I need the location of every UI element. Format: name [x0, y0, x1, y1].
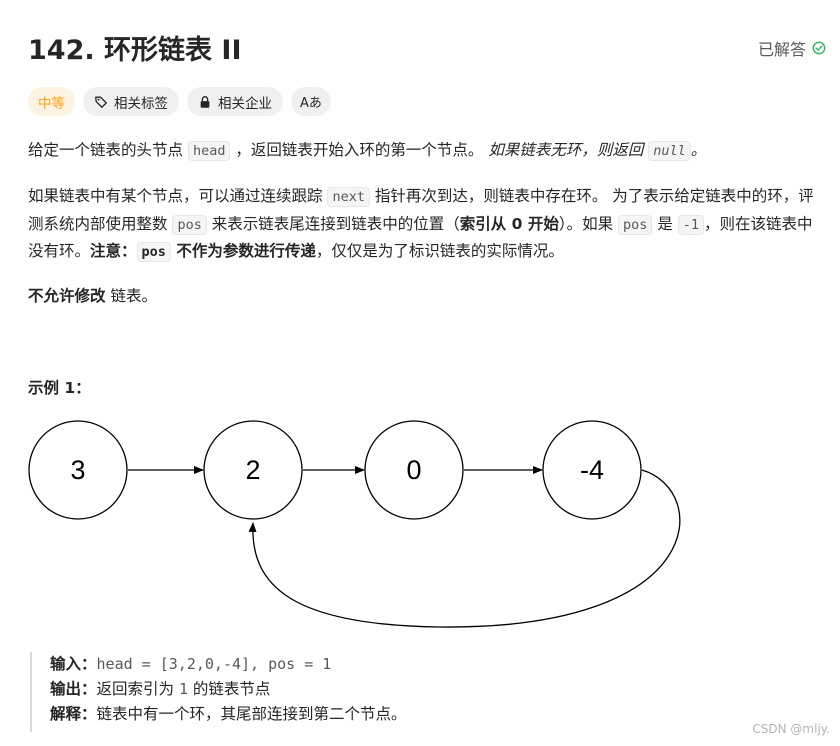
description-paragraph-2: 如果链表中有某个节点，可以通过连续跟踪 next 指针再次到达，则链表中存在环。… [28, 183, 828, 266]
bold-text: 不作为参数进行传递 [170, 242, 316, 260]
text: ）。如果 [558, 214, 619, 233]
text: 如果链表无环，则返回 [488, 141, 649, 159]
problem-title[interactable]: 142. 环形链表 II [28, 35, 242, 66]
output-label: 输出： [50, 680, 97, 698]
list-node: 3 [28, 420, 128, 520]
lock-icon [200, 95, 210, 108]
related-topics-button[interactable]: 相关标签 [83, 87, 179, 116]
title-row: 142. 环形链表 II 已解答 [28, 28, 828, 68]
difficulty-tag: 中等 [28, 87, 75, 116]
translate-button[interactable]: Aあ [291, 87, 331, 116]
inline-code: head [187, 141, 231, 161]
related-companies-label: 相关企业 [218, 95, 272, 112]
inline-code: -1 [677, 214, 705, 235]
text: 指针再次到达，则链表中存在环。 为了表示给定链表中的环，评测系统内部使用整数 [28, 187, 814, 233]
text: ，返回链表开始入环的第一个节点。 [230, 141, 489, 159]
node-value: 3 [70, 455, 85, 485]
output-code: 1 [178, 680, 188, 698]
inline-code: next [327, 187, 370, 207]
explanation-label: 解释： [50, 705, 97, 723]
description-paragraph-3: 不允许修改 链表。 [28, 283, 828, 310]
example-heading: 示例 1： [28, 379, 91, 397]
list-node: 0 [364, 420, 464, 520]
tag-bar: 中等 相关标签 相关企业 Aあ [28, 87, 331, 117]
watermark: CSDN @mljy. [752, 722, 830, 736]
text: 来表示链表尾连接到链表中的位置（ [206, 214, 460, 233]
inline-code: null [648, 141, 691, 161]
italic-text: 如果链表无环，则返回 null。 [488, 141, 707, 161]
list-node: -4 [542, 420, 642, 520]
text: 是 [652, 214, 678, 233]
text: 。 [690, 141, 707, 159]
difficulty-label: 中等 [38, 95, 65, 112]
input-value: head = [3,2,0,-4], pos = 1 [96, 655, 332, 673]
input-label: 输入： [50, 655, 97, 673]
text: 给定一个链表的头节点 [28, 141, 188, 159]
description-paragraph-1: 给定一个链表的头节点 head ，返回链表开始入环的第一个节点。 如果链表无环，… [28, 137, 828, 165]
linked-list-diagram: 3 2 0 -4 [28, 420, 681, 628]
cycle-arrow [248, 469, 681, 628]
related-topics-label: 相关标签 [114, 95, 168, 112]
inline-code: pos [172, 214, 207, 235]
bold-text: 注意： [90, 242, 137, 260]
example-io-box: 输入：head = [3,2,0,-4], pos = 1 输出：返回索引为 1… [30, 652, 750, 732]
solved-status: 已解答 [758, 36, 826, 60]
example-input: 输入：head = [3,2,0,-4], pos = 1 [50, 652, 750, 677]
example-explanation: 解释：链表中有一个环，其尾部连接到第二个节点。 [50, 702, 750, 727]
text: 如果链表中有某个节点，可以通过连续跟踪 [28, 187, 328, 205]
solved-label: 已解答 [757, 40, 806, 59]
list-node: 2 [203, 420, 303, 520]
inline-code: pos [136, 242, 171, 262]
node-value: 2 [245, 455, 260, 485]
bold-text: 索引从 0 开始 [459, 214, 559, 233]
related-companies-button[interactable]: 相关企业 [187, 87, 283, 116]
text: ，则在该链表中没有环。 [28, 214, 813, 261]
text: 链表。 [105, 287, 157, 305]
bold-code-wrap: pos [136, 242, 171, 262]
node-value: -4 [580, 455, 604, 485]
output-text: 的链表节点 [187, 680, 271, 698]
translate-icon: Aあ [300, 96, 322, 111]
example-output: 输出：返回索引为 1 的链表节点 [50, 677, 750, 702]
explanation-text: 链表中有一个环，其尾部连接到第二个节点。 [96, 705, 407, 723]
node-value: 0 [406, 455, 421, 485]
check-circle-icon [812, 41, 826, 55]
inline-code: pos [618, 214, 653, 235]
bold-text: 不允许修改 [28, 287, 106, 305]
tag-icon [95, 96, 107, 108]
text: ，仅仅是为了标识链表的实际情况。 [315, 242, 564, 260]
output-text: 返回索引为 [96, 680, 179, 698]
